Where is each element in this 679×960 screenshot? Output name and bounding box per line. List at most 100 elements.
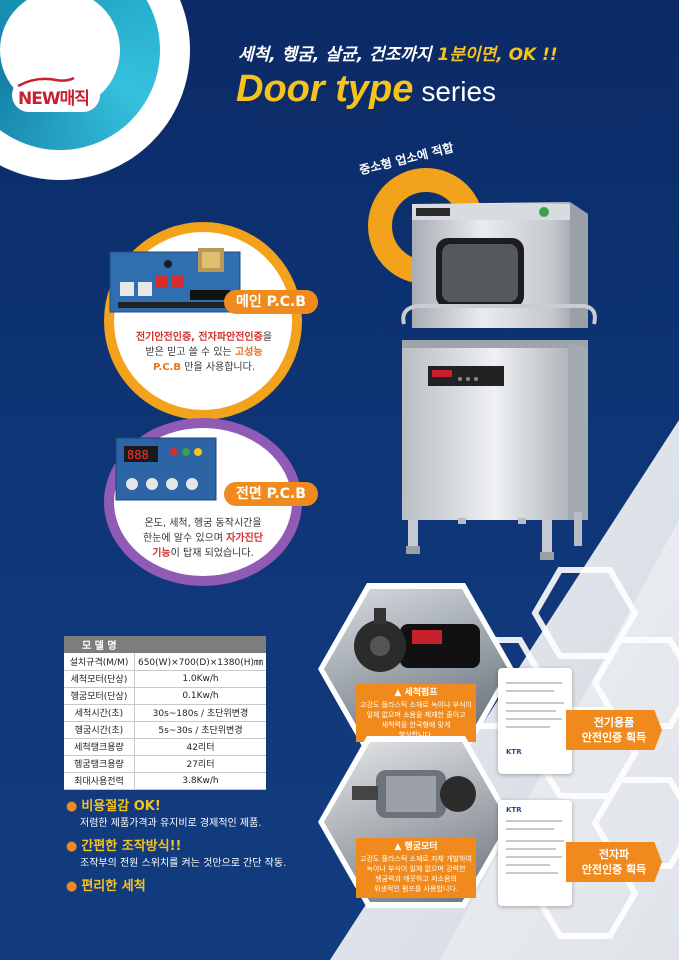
headline-highlight: 1분이면, OK !!: [437, 45, 558, 65]
table-row: 설치규격(M/M)650(W)×700(D)×1380(H)㎜: [64, 653, 266, 671]
spec-key: 세척시간(초): [64, 704, 135, 722]
feature-text: 조작부의 전원 스위치를 켜는 것만으로 간단 작동.: [80, 858, 287, 869]
main-pcb-label: 메인 P.C.B: [224, 290, 318, 314]
main-pcb-desc-1: 을: [262, 332, 273, 343]
front-pcb-desc-red2: 기능: [152, 548, 171, 559]
cert-text-line: [506, 848, 556, 850]
cert-text-line: [506, 828, 554, 830]
title-main: Door type: [236, 68, 414, 110]
feature-title-text: 편리한 세척: [81, 879, 146, 894]
spec-value: 30s~180s / 초단위변경: [134, 704, 266, 722]
cert-text-line: [506, 864, 550, 866]
cert-badge-electrical: 전기용품 안전인증 획득: [566, 710, 662, 750]
bullet-icon: ●: [66, 879, 78, 894]
front-pcb-image: 888: [115, 437, 217, 501]
cert-text-line: [506, 682, 562, 684]
main-pcb-desc-org2: P.C.B: [153, 362, 182, 373]
pump-caption: ▲ 세척펌프 고강도 플라스틱 소재로 녹이나 부식이 일체 없으며 소음을 제…: [356, 684, 476, 742]
spec-table-header: 모 델 명: [64, 636, 135, 653]
cert-logo: KTR: [506, 748, 522, 756]
main-pcb-desc-3: 만을 사용합니다.: [181, 362, 255, 373]
cert-badge-line: 안전인증 획득: [581, 731, 647, 744]
title-series: series: [421, 76, 497, 107]
cert-text-line: [506, 820, 562, 822]
spec-key: 헹굼시간(초): [64, 721, 135, 739]
motor-caption-line: 위생적인 펌프를 사용합니다.: [374, 885, 458, 893]
spec-value: 0.1Kw/h: [134, 687, 266, 705]
cert-badge-line: 안전인증 획득: [581, 863, 647, 876]
cert-text-line: [506, 856, 562, 858]
spec-table-header-blank: [134, 636, 266, 653]
cert-text-line: [506, 702, 564, 704]
spec-value: 27리터: [134, 755, 266, 773]
pump-illustration: [354, 608, 480, 672]
front-pcb-desc-2: 한눈에 알수 있으며: [143, 533, 227, 544]
front-pcb-desc-red: 자가진단: [226, 533, 263, 544]
front-pcb-desc-1: 온도, 세척, 헹굼 동작시간을: [144, 518, 262, 529]
feature-title: ●간편한 조작방식!!: [66, 835, 181, 854]
motor-caption-line: 헹굼력과 깨끗하고 저소음의: [375, 875, 457, 883]
headline: 세척, 헹굼, 살균, 건조까지 1분이면, OK !!: [238, 40, 558, 65]
spec-key: 최대사용전력: [64, 772, 135, 790]
motor-caption-line: 녹이나 부식이 일체 없으며 강력한: [366, 865, 466, 873]
cert-badge-emc: 전자파 안전인증 획득: [566, 842, 662, 882]
spec-value: 3.8Kw/h: [134, 772, 266, 790]
spec-value: 650(W)×700(D)×1380(H)㎜: [134, 653, 266, 671]
cert-text-line: [506, 718, 562, 720]
front-pcb-label: 전면 P.C.B: [224, 482, 318, 506]
feature-title: ●편리한 세척: [66, 875, 146, 894]
motor-caption-title: ▲ 헹굼모터: [394, 842, 438, 852]
svg-text:888: 888: [127, 448, 149, 462]
pump-caption-title: ▲ 세척펌프: [394, 688, 438, 698]
logo-swoosh-icon: [17, 76, 75, 88]
headline-prefix: 세척, 헹굼, 살균, 건조까지: [238, 45, 438, 65]
spec-key: 세척탱크용량: [64, 738, 135, 756]
feature-text: 저렴한 제품가격과 유지비로 경제적인 제품.: [80, 818, 262, 829]
brand-logo: NEW매직: [18, 89, 90, 109]
cert-logo: KTR: [506, 806, 522, 814]
motor-caption-line: 고강도 플라스틱 소재로 자체 개발하여: [360, 855, 472, 863]
spec-key: 세척모터(단상): [64, 670, 135, 688]
front-pcb-description: 온도, 세척, 헹굼 동작시간을 한눈에 알수 있으며 자가진단 기능이 탑재 …: [118, 516, 288, 561]
pump-caption-line: 향상합니다.: [398, 731, 434, 739]
spec-key: 설치규격(M/M): [64, 653, 135, 671]
main-pcb-image: [109, 248, 241, 313]
certificate-emc: KTR: [498, 800, 572, 906]
main-pcb-desc-red: 전기안전인증, 전자파안전인증: [135, 332, 263, 343]
spec-value: 1.0Kw/h: [134, 670, 266, 688]
pump-caption-line: 고강도 플라스틱 소재로 녹이나 부식이: [360, 701, 472, 709]
spec-table: 모 델 명 설치규격(M/M)650(W)×700(D)×1380(H)㎜ 세척…: [64, 636, 266, 790]
pump-caption-line: 세척력을 한국형에 맞게: [381, 721, 451, 729]
feature-title: ●비용절감 OK!: [66, 795, 161, 814]
pump-caption-line: 일체 없으며 소음을 제재한 줄이고: [366, 711, 466, 719]
cert-text-line: [506, 840, 564, 842]
main-pcb-desc-org: 고성능: [234, 347, 263, 358]
dishwasher-image: [401, 202, 597, 560]
spec-key: 헹굼탱크용량: [64, 755, 135, 773]
spec-table-header-row: 모 델 명: [64, 636, 266, 653]
table-row: 헹굼시간(초)5s~30s / 초단위변경: [64, 721, 266, 739]
table-row: 세척시간(초)30s~180s / 초단위변경: [64, 704, 266, 722]
cert-text-line: [506, 872, 558, 874]
feature-title-text: 간편한 조작방식!!: [81, 839, 182, 854]
motor-caption: ▲ 헹굼모터 고강도 플라스틱 소재로 자체 개발하여 녹이나 부식이 일체 없…: [356, 838, 476, 898]
table-row: 세척모터(단상)1.0Kw/h: [64, 670, 266, 688]
motor-illustration: [352, 770, 476, 818]
logo-pill: [12, 78, 100, 112]
certificate-electrical: KTR: [498, 668, 572, 774]
spec-value: 42리터: [134, 738, 266, 756]
main-pcb-desc-2: 받은 믿고 쓸 수 있는: [145, 347, 235, 358]
cert-text-line: [506, 726, 550, 728]
front-pcb-desc-3: 이 탑재 되었습니다.: [170, 548, 254, 559]
bullet-icon: ●: [66, 839, 78, 854]
cert-badge-line: 전자파: [598, 848, 630, 861]
spec-value: 5s~30s / 초단위변경: [134, 721, 266, 739]
spec-key: 헹굼모터(단상): [64, 687, 135, 705]
main-pcb-description: 전기안전인증, 전자파안전인증을 받은 믿고 쓸 수 있는 고성능 P.C.B …: [124, 330, 284, 375]
cert-text-line: [506, 710, 556, 712]
